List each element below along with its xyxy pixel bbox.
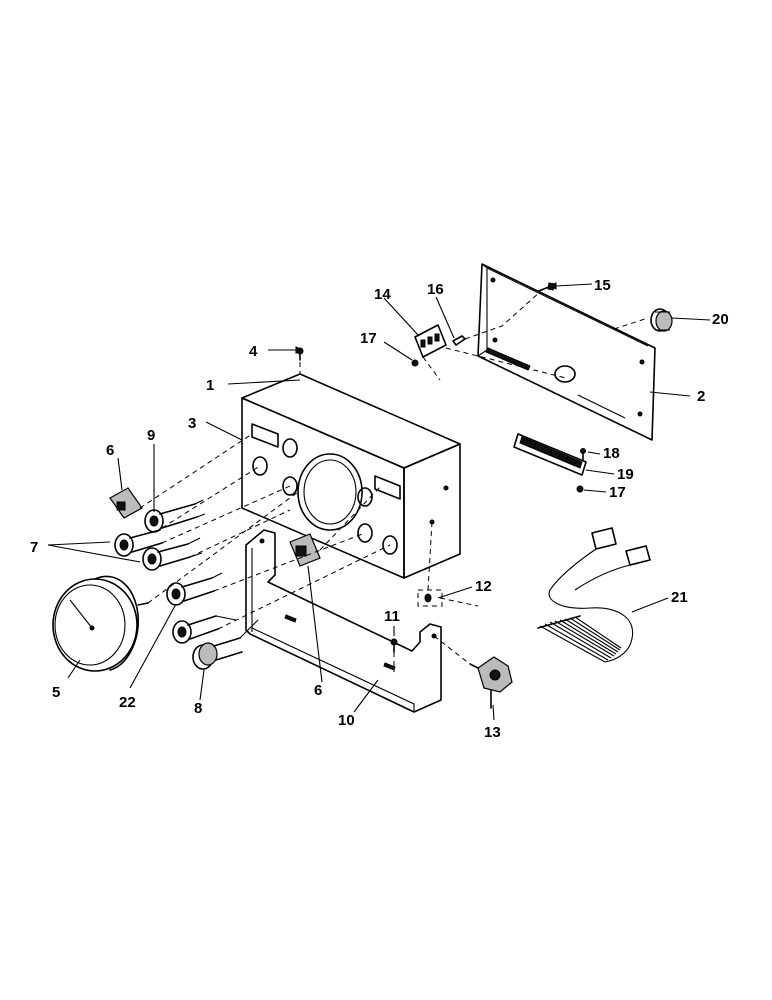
rocker-switch-left [109, 487, 143, 519]
washer [417, 589, 443, 607]
indicator-lamp-22 [166, 572, 223, 606]
leader-lines [47, 282, 711, 721]
rocker-switch-center [289, 533, 321, 567]
control-knob-8 [192, 619, 259, 670]
mounting-bracket [245, 529, 442, 713]
callout-14: 14 [374, 286, 391, 303]
screw-small [580, 448, 586, 461]
callout-2: 2 [697, 388, 705, 405]
callout-8: 8 [194, 700, 202, 717]
callout-22: 22 [119, 694, 136, 711]
callout-21: 21 [671, 589, 688, 606]
wiring-harness [537, 527, 651, 663]
explode-lines [139, 291, 649, 672]
callout-4: 4 [249, 343, 258, 360]
callout-17-upper: 17 [360, 330, 377, 347]
rear-cover-plate [477, 263, 656, 441]
nut-upper [411, 359, 419, 367]
callout-12: 12 [475, 578, 492, 595]
indicator-lamp-extra [172, 615, 237, 644]
indicator-lamp-7b [142, 537, 203, 571]
callout-19: 19 [617, 466, 634, 483]
switch-plate [414, 324, 447, 358]
callout-3: 3 [188, 415, 196, 432]
callout-10: 10 [338, 712, 355, 729]
star-knob [469, 656, 513, 709]
callout-1: 1 [206, 377, 214, 394]
callout-6-center: 6 [314, 682, 322, 699]
callout-20: 20 [712, 311, 729, 328]
bracket-screw [390, 638, 398, 653]
callout-labels: 1 2 3 4 5 6 6 7 8 9 10 11 12 13 14 15 16… [30, 277, 729, 741]
nut-lower [576, 485, 584, 493]
callout-17-lower: 17 [609, 484, 626, 501]
callout-11: 11 [384, 608, 400, 625]
indicator-lamp-7a [114, 529, 163, 557]
callout-16: 16 [427, 281, 444, 298]
pin [452, 335, 466, 346]
callout-5: 5 [52, 684, 60, 701]
gauge [52, 575, 149, 672]
rear-knob [650, 308, 673, 332]
callout-15: 15 [594, 277, 611, 294]
callout-6-left: 6 [106, 442, 114, 459]
callout-9: 9 [147, 427, 155, 444]
callout-18: 18 [603, 445, 620, 462]
callout-7: 7 [30, 539, 38, 556]
callout-13: 13 [484, 724, 501, 741]
terminal-strip [513, 433, 587, 476]
instrument-housing [241, 373, 461, 579]
